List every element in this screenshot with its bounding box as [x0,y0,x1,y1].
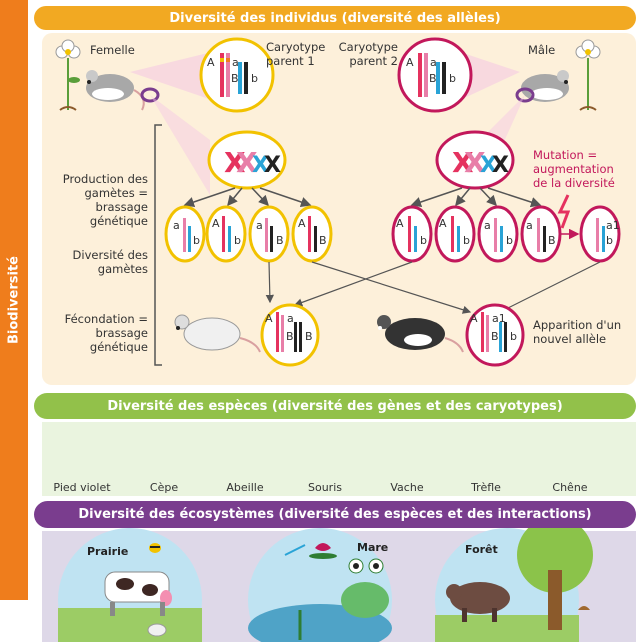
allele-label: B [491,330,499,343]
allele-label: b [449,72,456,85]
meiosis-cell-parent2: X X X X [435,130,515,190]
allele-label: a [287,312,294,325]
allele-label: a [430,56,437,69]
species-label-vache: Vache [390,481,424,494]
banner-diversite-ecosystemes: Diversité des écosystèmes (diversité des… [34,501,636,528]
label-diversite-gametes: Diversité des gamètes [72,248,148,276]
meiosis-cell-parent1: X X X X [207,130,287,190]
flower-icon-right [575,39,601,111]
bracket-left [154,124,162,366]
svg-text:X: X [480,153,497,178]
allele-label: b [193,234,200,247]
zoom-cone-gametes-left [150,95,210,195]
banner-diversite-especes: Diversité des espèces (diversité des gèn… [34,393,636,419]
allele-label: b [420,234,427,247]
species-label-chene: Chêne [552,481,588,494]
allele-label: b [234,234,241,247]
ecosystem-prairie [58,528,202,642]
allele-label: B [548,234,556,247]
allele-label: A [470,312,478,325]
gametes-parent1 [164,205,333,263]
ecosystem-foret [435,517,593,642]
label-mutation: Mutation = augmentation de la diversité [533,148,615,190]
male-mouse-icon [515,70,569,103]
allele-label: B [286,330,294,343]
allele-label: B [276,234,284,247]
allele-label: b [606,234,613,247]
label-apparition-allele: Apparition d'un nouvel allèle [533,318,622,346]
allele-label: b [506,234,513,247]
flower-icon-left [55,39,81,111]
species-label-cepe: Cèpe [149,481,179,494]
female-mouse-icon [86,70,160,111]
allele-label: B [231,72,239,85]
allele-label: A [212,217,220,230]
allele-label: a1 [492,312,506,325]
allele-label: a [526,219,533,232]
allele-label: b [463,234,470,247]
label-fecondation: Fécondation = brassage génétique [64,312,148,354]
allele-label: A [298,217,306,230]
svg-text:X: X [224,146,246,179]
species-label-abeille: Abeille [226,481,264,494]
zygote-mutant [465,303,525,367]
allele-label: a [232,56,239,69]
allele-label: b [251,72,258,85]
svg-text:X: X [236,146,258,179]
sidebar-biodiversite: Biodiversité [0,0,28,600]
allele-label: A [207,56,215,69]
label-production-gametes: Production des gamètes = brassage généti… [62,172,148,228]
white-mouse-icon [174,314,261,353]
label-caryotype-parent1: Caryotype parent 1 [266,40,326,68]
allele-label: A [396,217,404,230]
svg-text:X: X [492,153,509,178]
species-label-trefle: Trèfle [471,481,501,494]
zoom-cone-karyotype2 [460,52,520,100]
ecosystem-label-mare: Mare [357,541,389,554]
gametes-parent2 [391,205,621,263]
zoom-cone-karyotype1 [130,52,212,100]
allele-label: a [256,219,263,232]
allele-label: B [429,72,437,85]
allele-label: b [510,330,517,343]
label-male: Mâle [528,43,556,57]
allele-label: B [305,330,313,343]
allele-label: a1 [606,219,620,232]
black-mouse-icon [377,315,464,353]
allele-label: a [173,219,180,232]
svg-text:X: X [252,153,269,178]
zygote-normal [260,303,320,367]
lightning-icon [557,194,571,229]
panel-especes [42,422,636,496]
allele-label: A [265,312,273,325]
svg-text:X: X [264,153,281,178]
svg-text:X: X [464,146,486,179]
allele-label: a [484,219,491,232]
ecosystem-label-foret: Forêt [465,543,498,556]
label-femelle: Femelle [90,43,135,57]
ecosystem-label-prairie: Prairie [87,545,129,558]
label-caryotype-parent2: Caryotype parent 2 [338,40,398,68]
allele-label: A [439,217,447,230]
karyotype-parent2 [397,37,473,113]
karyotype-parent1 [199,37,275,113]
banner-diversite-individus: Diversité des individus (diversité des a… [34,6,636,30]
species-label-pied-violet: Pied violet [53,481,111,494]
allele-label: B [319,234,327,247]
ecosystem-mare [248,528,392,642]
svg-text:X: X [452,146,474,179]
species-label-souris: Souris [308,481,342,494]
allele-label: A [406,56,414,69]
